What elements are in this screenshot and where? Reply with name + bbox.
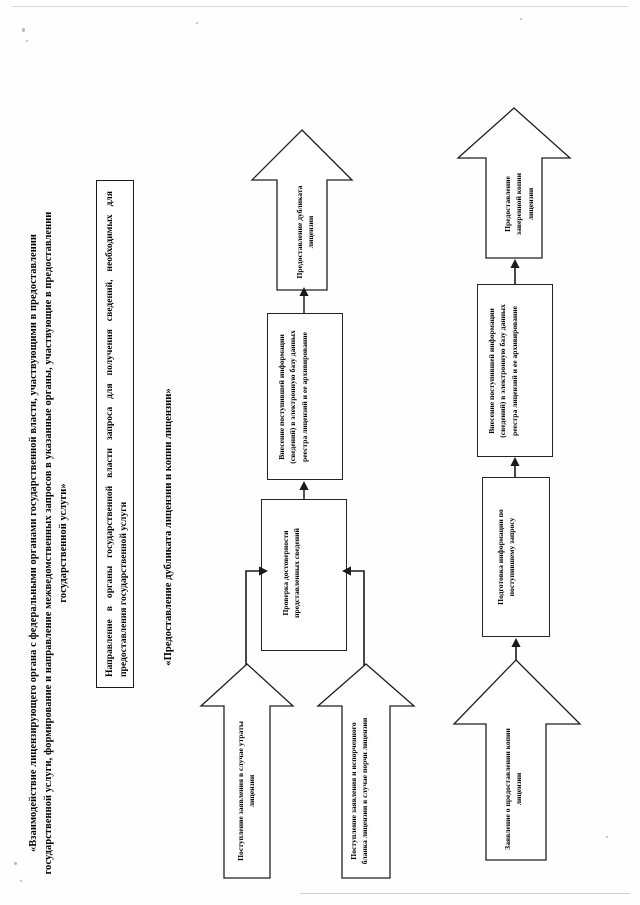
note-box-text: Направление в органы государственной вла…: [104, 191, 130, 677]
node-out-certified-copy[interactable]: Предоставление заверенной копии лицензии: [456, 106, 572, 260]
node-label: Поступление заявления и испорченного бла…: [349, 717, 370, 865]
edge-archive-right-to-out-certified-copy: [506, 258, 524, 284]
node-label: Заявление о предоставлении копии лицензи…: [503, 728, 524, 850]
scan-speckle: [520, 18, 522, 20]
scan-speckle: [606, 836, 608, 838]
node-proc-verify[interactable]: Проверка достоверности представленных св…: [261, 499, 347, 651]
node-label: Внесение поступившей информации (сведени…: [277, 330, 309, 464]
node-proc-prepare[interactable]: Подготовка информации по поступившему за…: [482, 477, 550, 637]
node-label: Предоставление дубликата лицензии: [295, 185, 316, 279]
scan-speckle: [22, 28, 25, 32]
node-out-duplicate[interactable]: Предоставление дубликата лицензии: [250, 128, 354, 292]
scan-speckle: [14, 862, 17, 865]
node-label: Проверка достоверности представленных св…: [281, 528, 302, 618]
section-label: «Предоставление дубликата лицензии и коп…: [163, 388, 174, 666]
edge-in-loss-to-verify: [238, 563, 270, 669]
page-title: «Взаимодействие лицензирующего органа с …: [28, 211, 70, 875]
edge-in-damage-to-verify: [338, 563, 372, 669]
node-label: Подготовка информации по поступившему за…: [496, 509, 517, 605]
node-in-loss[interactable]: Поступление заявления в случае утраты ли…: [199, 662, 295, 880]
scan-speckle: [20, 880, 22, 882]
edge-prepare-to-archive-right: [506, 456, 524, 478]
node-label: Поступление заявления в случае утраты ли…: [236, 721, 257, 861]
node-in-damage[interactable]: Поступление заявления и испорченного бла…: [316, 662, 416, 880]
node-proc-archive-left[interactable]: Внесение поступившей информации (сведени…: [267, 313, 343, 480]
scan-speckle: [196, 22, 198, 24]
note-box: Направление в органы государственной вла…: [96, 180, 134, 688]
node-label: Внесение поступившей информации (сведени…: [487, 304, 519, 438]
node-proc-archive-right[interactable]: Внесение поступившей информации (сведени…: [477, 284, 553, 457]
page-edge-top: [12, 6, 628, 7]
node-label: Предоставление заверенной копии лицензии: [503, 173, 535, 235]
page-edge-bottom: [300, 893, 630, 894]
scan-speckle: [26, 40, 28, 42]
node-in-copy-request[interactable]: Заявление о предоставлении копии лицензи…: [452, 658, 582, 862]
edge-archive-left-to-out-duplicate: [295, 286, 313, 314]
